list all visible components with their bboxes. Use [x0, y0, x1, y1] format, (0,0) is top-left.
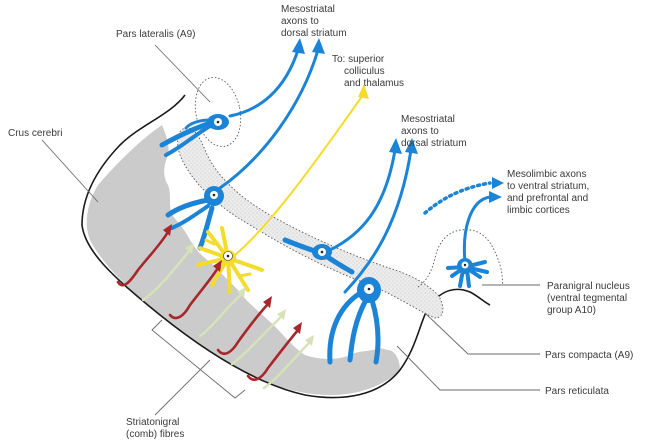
leader-crus-cerebri [41, 139, 99, 203]
label-striatonigral: Striatonigral (comb) fibres [126, 417, 184, 440]
dopaminergic-neuron-mid-compacta [282, 138, 418, 294]
mesolimbic-dotted-arrowhead [492, 177, 504, 189]
label-pars-lateralis: Pars lateralis (A9) [116, 29, 195, 40]
crus-cerebri-outline [81, 94, 491, 399]
leader-pars-lateralis [154, 44, 211, 103]
label-paranigral: Paranigral nucleus (ventral tegmental gr… [547, 281, 633, 316]
label-superior-colliculus: To: superior colliculus and thalamus [332, 54, 404, 89]
label-mesostriatal-mid: Mesostriatal axons to dorsal striatum [401, 114, 467, 149]
dopaminergic-neuron-upper-compacta [165, 38, 325, 251]
label-pars-reticulata: Pars reticulata [545, 386, 609, 397]
leader-striatonigral [151, 319, 246, 416]
pars-lateralis-outline [194, 77, 242, 147]
leader-pars-compacta [424, 312, 540, 355]
label-pars-compacta: Pars compacta (A9) [545, 350, 633, 361]
dopaminergic-neuron-paranigral [446, 191, 502, 288]
dopaminergic-neuron-lateralis [159, 38, 305, 157]
dopaminergic-neuron-lower-compacta [327, 277, 381, 365]
paranigral-outline [417, 229, 504, 288]
label-mesostriatal-top: Mesostriatal axons to dorsal striatum [281, 4, 347, 39]
label-mesolimbic: Mesolimbic axons to ventral striatum, an… [507, 169, 592, 216]
leader-pars-reticulata [396, 345, 540, 391]
mesolimbic-dotted-axon [423, 181, 492, 215]
label-crus-cerebri: Crus cerebri [8, 128, 62, 139]
crus-cerebri-region [86, 125, 400, 395]
striatonigral-fibres-pale [141, 243, 314, 390]
striatonigral-fibres-red [116, 224, 302, 381]
